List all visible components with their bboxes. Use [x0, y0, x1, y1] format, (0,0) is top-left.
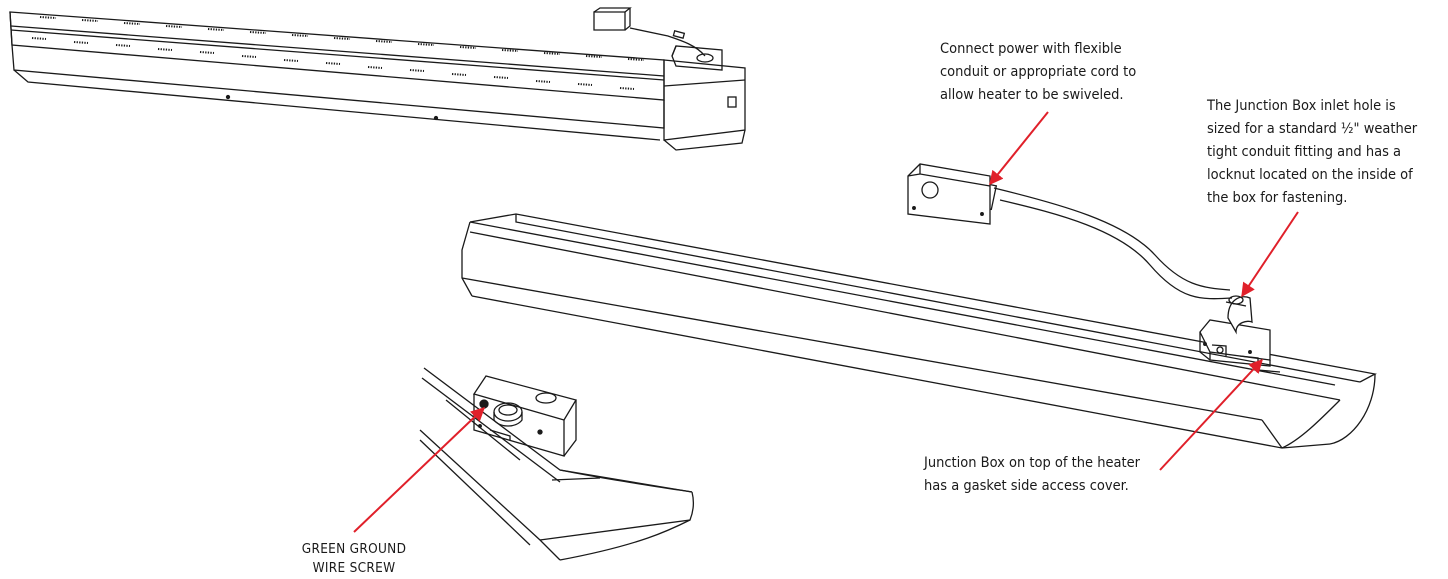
callout-line: Connect power with flexible: [940, 41, 1122, 57]
callout-line: WIRE SCREW: [312, 560, 396, 576]
heater-top-view: [9, 7, 746, 151]
arrow-conduit: [989, 111, 1049, 186]
callout-arrows: [353, 111, 1299, 533]
callout-line: allow heater to be swiveled.: [940, 87, 1124, 103]
callout-line: has a gasket side access cover.: [924, 478, 1129, 494]
callout-line: The Junction Box inlet hole is: [1207, 98, 1396, 114]
callout-line: conduit or appropriate cord to: [940, 64, 1137, 80]
callout-ground: GREEN GROUND WIRE SCREW: [298, 540, 410, 578]
arrow-inlet: [1241, 211, 1299, 298]
callout-line: the box for fastening.: [1207, 190, 1348, 206]
heater-closeup: [419, 367, 694, 561]
heater-with-conduit: [461, 163, 1377, 449]
callout-line: tight conduit fitting and has a: [1207, 144, 1402, 160]
callout-line: Junction Box on top of the heater: [924, 455, 1140, 471]
arrow-junction: [1159, 358, 1263, 471]
callout-line: locknut located on the inside of: [1207, 167, 1413, 183]
arrow-ground: [353, 407, 486, 533]
callout-line: GREEN GROUND: [301, 541, 407, 557]
callout-line: sized for a standard ½" weather: [1207, 121, 1418, 137]
callout-conduit: Connect power with flexible conduit or a…: [940, 38, 1136, 107]
callout-junction: Junction Box on top of the heater has a …: [924, 452, 1140, 498]
callout-inlet: The Junction Box inlet hole is sized for…: [1207, 95, 1417, 210]
